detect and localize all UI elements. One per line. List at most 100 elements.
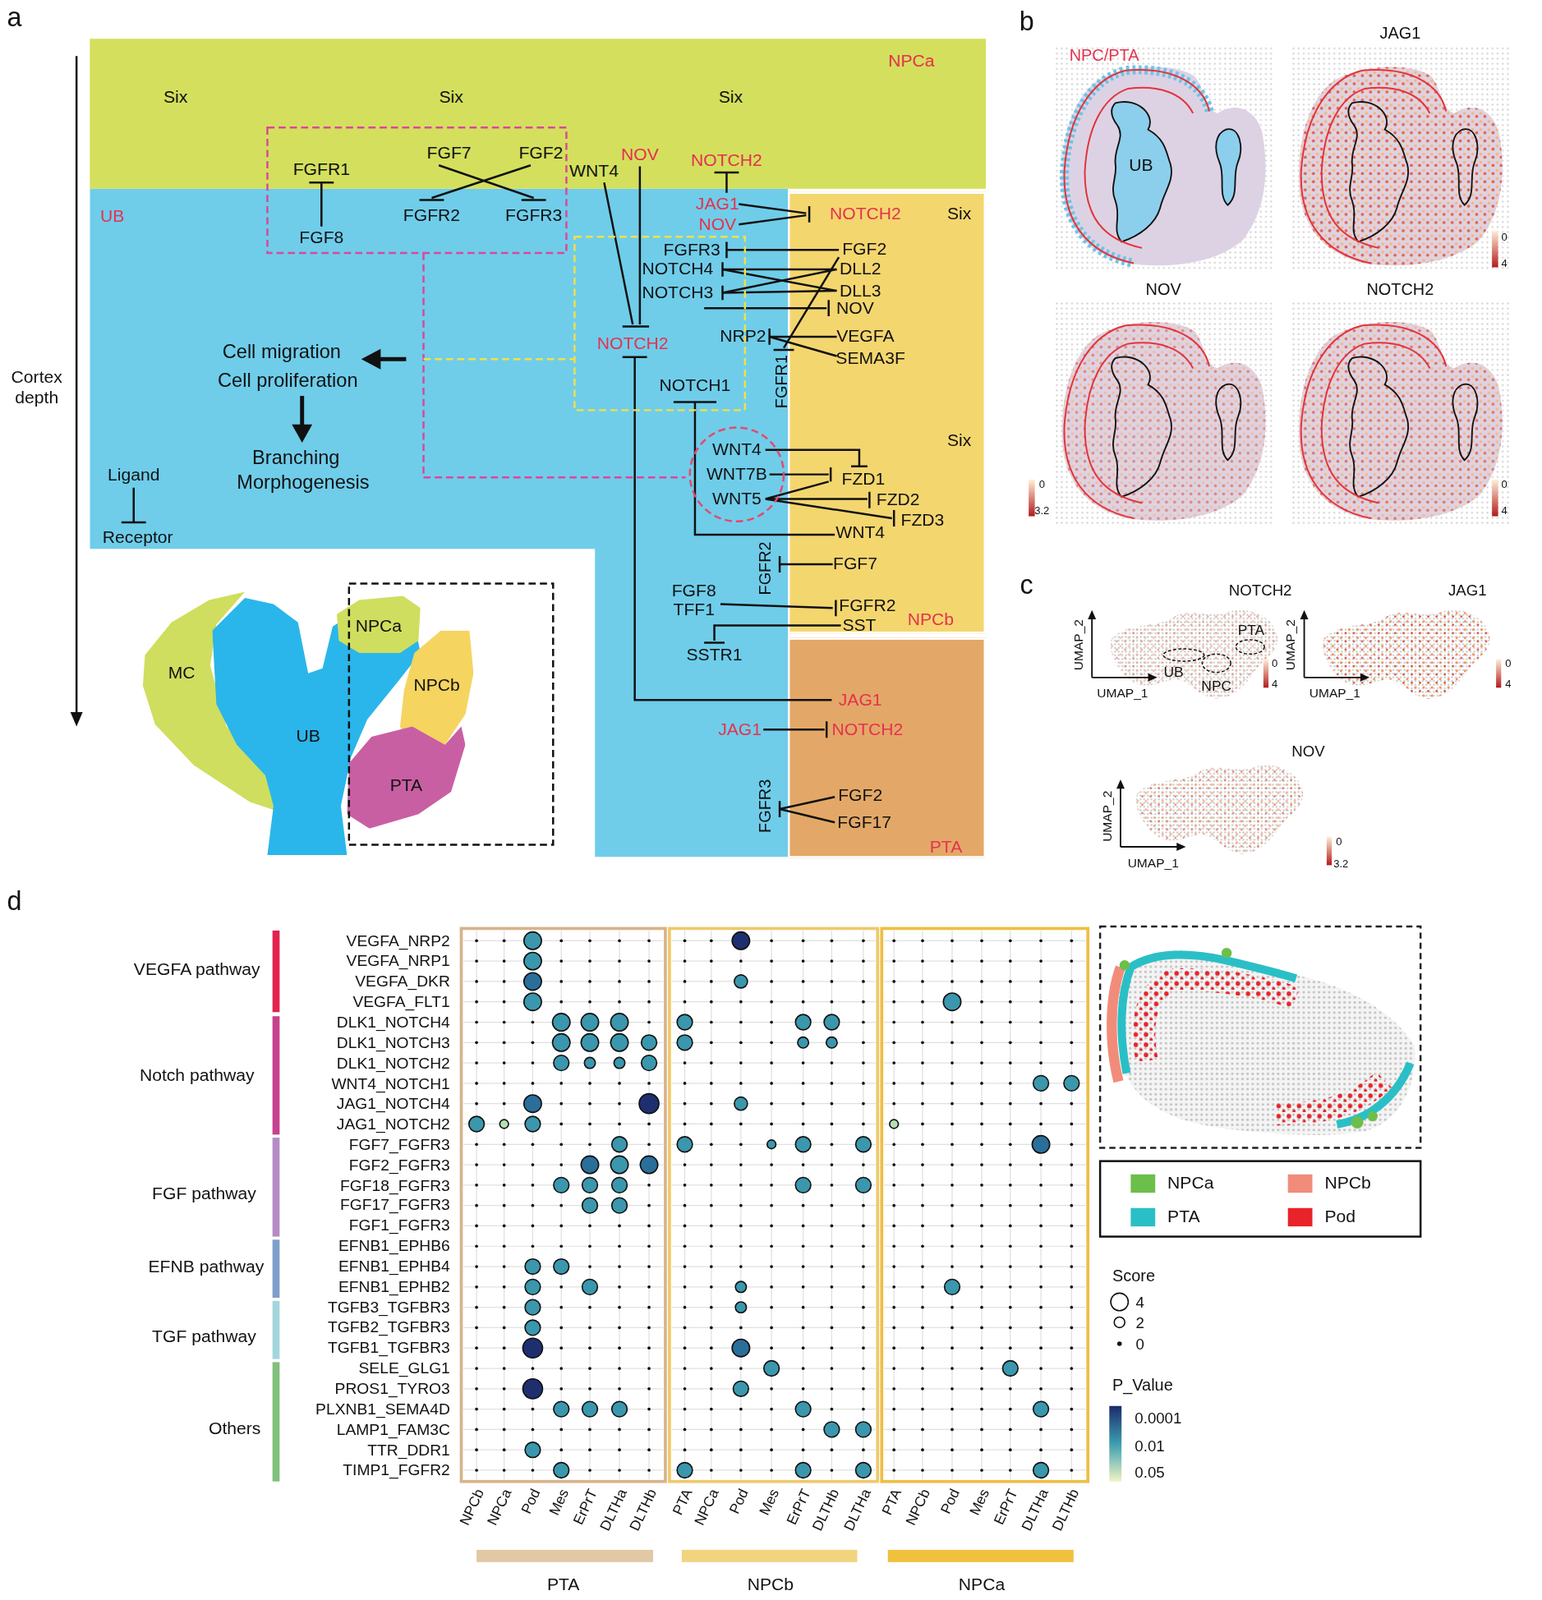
label-text: JAG1 [718, 719, 762, 740]
grid-line [671, 1469, 875, 1471]
zero-dot [709, 1468, 714, 1473]
text-label: UMAP_2 [1283, 619, 1299, 671]
text-label: JAG1 [838, 690, 883, 710]
score-dot [943, 993, 961, 1011]
region-name: PTA [929, 837, 963, 857]
text-label: EFNB1_EPHB6 [338, 1237, 451, 1256]
score-dot [795, 1014, 811, 1031]
grid-line [883, 1348, 1087, 1349]
text-label: 0.05 [1134, 1463, 1165, 1482]
zero-dot [1039, 959, 1043, 963]
grid-line [671, 1429, 875, 1431]
zero-dot [920, 1408, 925, 1412]
zero-dot [1039, 1428, 1043, 1432]
label-text: DLK1_NOTCH4 [336, 1012, 451, 1031]
zero-dot [950, 1102, 954, 1106]
zero-dot [920, 1040, 925, 1045]
zero-dot [474, 1000, 479, 1004]
zero-dot [892, 1102, 896, 1106]
grid-line [883, 1144, 1087, 1146]
legend-label: NPCa [1167, 1173, 1214, 1194]
zero-dot [739, 1367, 743, 1371]
zero-dot [1039, 1123, 1043, 1127]
region-name: UB [295, 727, 320, 747]
zero-dot [502, 1468, 507, 1473]
grid-line [671, 1001, 875, 1003]
zero-dot [830, 1346, 834, 1350]
text-label: Notch pathway [139, 1065, 255, 1086]
zero-dot [531, 1244, 535, 1248]
zero-dot [769, 1428, 774, 1432]
label-text: P_Value [1112, 1376, 1174, 1395]
text-label: ErPrT [989, 1486, 1021, 1528]
zero-dot [647, 1000, 651, 1004]
legend-label: PTA [1167, 1207, 1201, 1228]
zero-dot [950, 1163, 954, 1167]
text-label: Pod [937, 1486, 963, 1517]
text-label: 3.2 [1034, 504, 1050, 517]
zero-dot [920, 1081, 925, 1086]
zero-dot [1039, 1061, 1043, 1065]
score-dot [524, 932, 542, 950]
zero-dot [647, 1326, 651, 1331]
legend-box [1100, 1161, 1421, 1238]
region-name: MC [168, 663, 196, 684]
label-text: Ligand [107, 465, 160, 486]
text-label: VEGFA_DKR [354, 972, 451, 991]
label-text: UMAP_2 [1100, 791, 1114, 843]
label-text: FGF17 [837, 812, 892, 833]
label-text: 0 [1039, 477, 1045, 490]
zero-dot [1039, 1163, 1043, 1167]
region-name: NPCa [888, 50, 935, 71]
label-text: TGF pathway [151, 1326, 257, 1347]
score-dot [612, 1136, 628, 1153]
text-label: NOV [621, 145, 659, 166]
zero-dot [1039, 1326, 1043, 1331]
zero-dot [559, 1367, 563, 1371]
zero-dot [861, 1204, 866, 1208]
text-label: FGF1_FGFR3 [349, 1216, 451, 1235]
zero-dot [617, 939, 622, 943]
legend-label: 0 [1136, 1334, 1145, 1353]
label-text: DLK1_NOTCH2 [336, 1054, 451, 1072]
zero-dot [588, 1142, 592, 1147]
zero-dot [980, 1061, 984, 1065]
grid-line [463, 1449, 663, 1451]
label-text: FGF8 [299, 227, 344, 248]
zero-dot [1069, 1306, 1073, 1310]
zero-dot [980, 1285, 984, 1289]
grid-line [883, 1429, 1087, 1431]
label-text: 4 [1500, 257, 1507, 270]
label-text: 0.05 [1134, 1463, 1165, 1482]
label-text: EFNB pathway [148, 1257, 265, 1278]
zero-dot [617, 1102, 622, 1106]
zero-dot [892, 1306, 896, 1310]
zero-dot [502, 1346, 507, 1350]
zero-dot [801, 1285, 806, 1289]
zero-dot [950, 1326, 954, 1331]
label-text: NPCa [958, 1574, 1005, 1595]
zero-dot [1008, 1428, 1013, 1432]
text-label: 0 [1335, 834, 1342, 847]
zero-dot [830, 1468, 834, 1473]
text-label: Mes [755, 1486, 783, 1518]
zero-dot [980, 1021, 984, 1025]
score-dot [610, 1155, 628, 1174]
zero-dot [801, 1387, 806, 1391]
zero-dot [1008, 1021, 1013, 1025]
text-label: SSTR1 [686, 644, 743, 665]
zero-dot [502, 1204, 507, 1208]
label-text: Mes [755, 1486, 783, 1518]
zero-dot [559, 1204, 563, 1208]
zero-dot [709, 1163, 714, 1167]
label-text: NOTCH4 [641, 259, 714, 280]
zero-dot [801, 1204, 806, 1208]
zero-dot [502, 1448, 507, 1452]
region-label: NPCb [907, 609, 954, 630]
grid-line [883, 1327, 1087, 1329]
grid-line [463, 1225, 663, 1227]
zero-dot [950, 1183, 954, 1188]
zero-dot [588, 1224, 592, 1229]
text-label: Cell proliferation [217, 369, 359, 392]
grid-line [463, 1144, 663, 1146]
